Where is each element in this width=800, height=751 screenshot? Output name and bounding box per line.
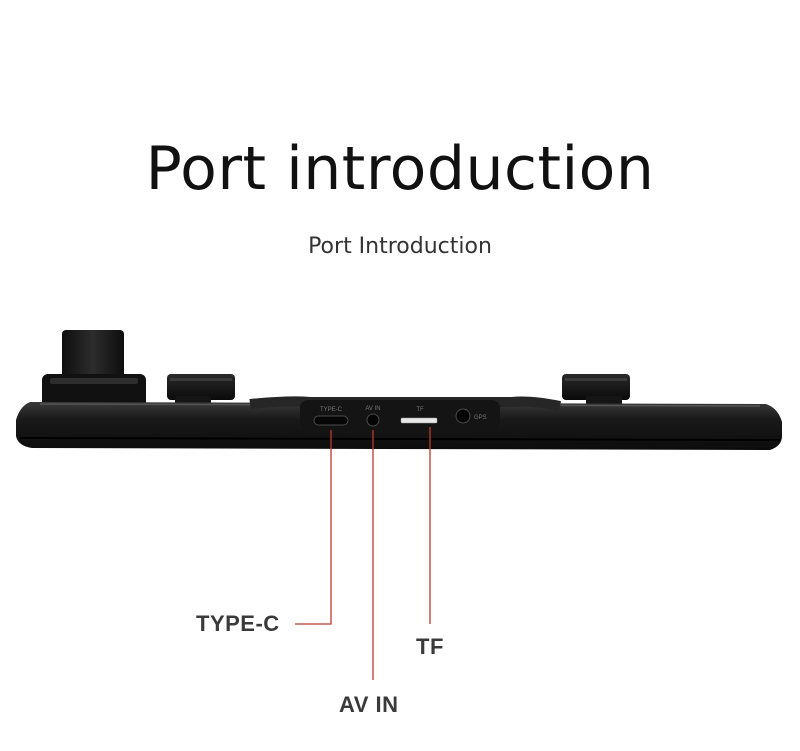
tf-slot: TF xyxy=(400,407,438,424)
av-in-port: AV IN xyxy=(365,406,381,427)
type-c-callout: TYPE-C xyxy=(196,611,280,636)
type-c-leader-line xyxy=(295,430,332,625)
type-c-port: TYPE-C xyxy=(313,407,349,426)
gps-port-label: GPS xyxy=(474,415,487,421)
page-subtitle: Port Introduction xyxy=(308,234,492,259)
rear-camera-lens xyxy=(42,330,146,410)
tf-slot-label: TF xyxy=(416,407,424,413)
gps-port: GPS xyxy=(455,408,487,424)
page-title: Port introduction xyxy=(145,134,655,204)
av-in-port-label: AV IN xyxy=(365,406,380,412)
type-c-port-label: TYPE-C xyxy=(320,407,343,413)
av-in-callout: AV IN xyxy=(339,692,399,717)
tf-callout: TF xyxy=(416,634,444,659)
mirror-body xyxy=(16,396,782,450)
